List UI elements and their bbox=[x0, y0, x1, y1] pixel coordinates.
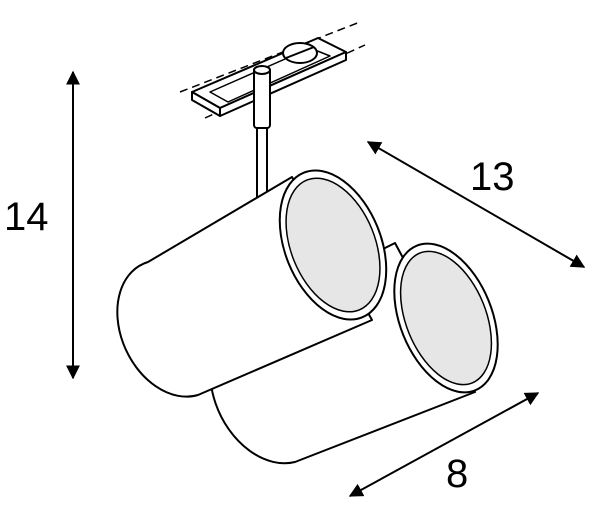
height-label: 14 bbox=[4, 195, 49, 239]
spot-head-upper bbox=[116, 169, 388, 398]
track-adapter bbox=[179, 21, 366, 119]
dimension-length: 13 bbox=[366, 141, 586, 268]
dimension-height: 14 bbox=[4, 70, 80, 380]
dimension-diameter: 8 bbox=[348, 392, 540, 497]
length-label: 13 bbox=[470, 155, 515, 199]
diameter-label: 8 bbox=[446, 452, 468, 496]
stem bbox=[253, 65, 271, 201]
